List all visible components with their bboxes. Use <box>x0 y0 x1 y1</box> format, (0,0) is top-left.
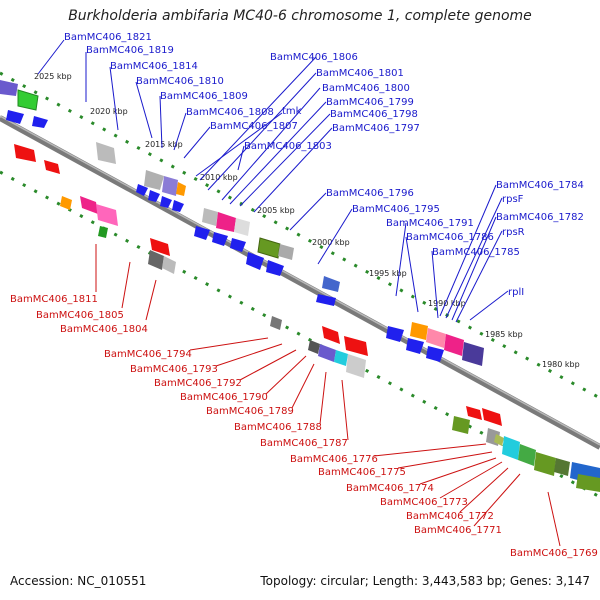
kbp-label: 2010 kbp <box>200 173 238 182</box>
gene-label: BamMC406_1774 <box>346 483 434 494</box>
gene-label: BamMC406_1790 <box>180 392 268 403</box>
gene-label: BamMC406_1793 <box>130 364 218 375</box>
reverse-label-lines <box>95 244 561 547</box>
forward-genes <box>0 80 484 366</box>
gene-label: BamMC406_1805 <box>36 310 124 321</box>
gene-label: BamMC406_1811 <box>10 294 98 305</box>
gene-label: BamMC406_1784 <box>496 180 584 191</box>
gene-label: BamMC406_1772 <box>406 511 494 522</box>
kbp-label: 1990 kbp <box>428 299 466 308</box>
gene-label: BamMC406_1795 <box>352 204 440 215</box>
gene-label: BamMC406_1821 <box>64 32 152 43</box>
gene-label: BamMC406_1819 <box>86 45 174 56</box>
gene-label: rpsF <box>502 194 524 205</box>
kbp-label: 2025 kbp <box>34 72 72 81</box>
kbp-label: 2005 kbp <box>257 206 295 215</box>
gene-label: BamMC406_1798 <box>330 109 418 120</box>
gene-label: BamMC406_1807 <box>210 121 298 132</box>
gene-label: BamMC406_1771 <box>414 525 502 536</box>
gene-label: BamMC406_1791 <box>386 218 474 229</box>
kbp-label: 2020 kbp <box>90 107 128 116</box>
gene-label: BamMC406_1799 <box>326 97 414 108</box>
gene-label: BamMC406_1804 <box>60 324 148 335</box>
gene-label: tmk <box>282 106 302 117</box>
reverse-genes <box>14 142 600 492</box>
kbp-label: 1985 kbp <box>485 330 523 339</box>
gene-label: BamMC406_1786 <box>406 232 494 243</box>
gene-label: BamMC406_1792 <box>154 378 242 389</box>
accession-text: Accession: NC_010551 <box>10 574 147 588</box>
gene-label: BamMC406_1810 <box>136 76 224 87</box>
gene-label: BamMC406_1808 <box>186 107 274 118</box>
kbp-label: 1980 kbp <box>542 360 580 369</box>
gene-label: rplI <box>508 287 524 298</box>
gene-label: BamMC406_1789 <box>206 406 294 417</box>
forward-gene-labels: BamMC406_1821 BamMC406_1819 BamMC406_181… <box>64 32 584 298</box>
gene-label: BamMC406_1814 <box>110 61 198 72</box>
gene-label: BamMC406_1769 <box>510 548 598 559</box>
chromosome-backbone <box>0 115 600 450</box>
gene-label: BamMC406_1775 <box>318 467 406 478</box>
gene-label: BamMC406_1776 <box>290 454 378 465</box>
gene-label: BamMC406_1796 <box>326 188 414 199</box>
gene-label: BamMC406_1801 <box>316 68 404 79</box>
gene-label: BamMC406_1797 <box>332 123 420 134</box>
gene-label: BamMC406_1782 <box>496 212 584 223</box>
gene-label: rpsR <box>502 227 525 238</box>
kbp-label: 1995 kbp <box>369 269 407 278</box>
gene-label: BamMC406_1800 <box>322 83 410 94</box>
gene-label: BamMC406_1809 <box>160 91 248 102</box>
gene-label: BamMC406_1785 <box>432 247 520 258</box>
gene-label: BamMC406_1794 <box>104 349 192 360</box>
gene-label: BamMC406_1803 <box>244 141 332 152</box>
genome-summary-text: Topology: circular; Length: 3,443,583 bp… <box>260 574 590 588</box>
gene-label: BamMC406_1788 <box>234 422 322 433</box>
forward-label-lines <box>37 39 509 323</box>
kbp-label: 2015 kbp <box>145 140 183 149</box>
reverse-gene-labels: BamMC406_1811 BamMC406_1805 BamMC406_180… <box>10 294 598 559</box>
gene-label: BamMC406_1773 <box>380 497 468 508</box>
map-title: Burkholderia ambifaria MC40-6 chromosome… <box>68 8 532 24</box>
gene-label: BamMC406_1806 <box>270 52 358 63</box>
gene-label: BamMC406_1787 <box>260 438 348 449</box>
